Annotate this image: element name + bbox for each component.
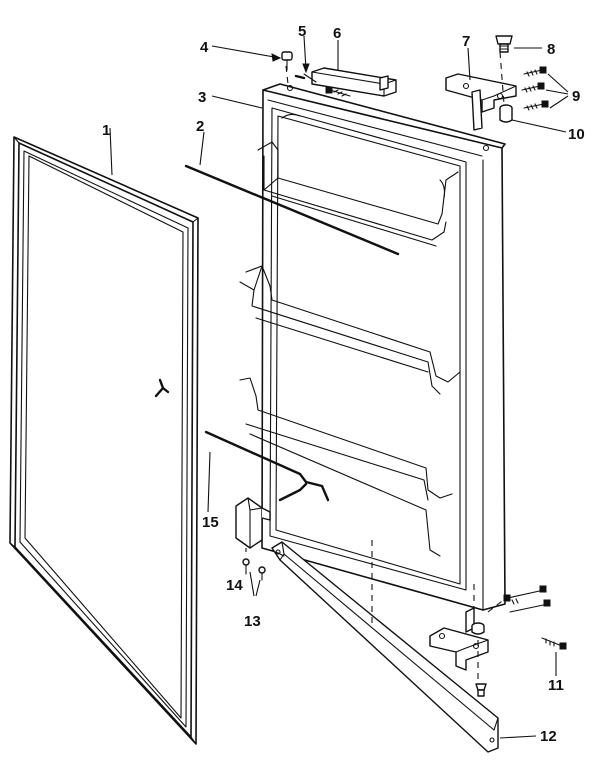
callout-13: 13 [244,613,261,630]
upper-hinge [445,73,517,131]
door-panel [239,83,506,611]
bushing-part-10 [499,104,513,123]
door-gasket [9,136,199,745]
callout-2: 2 [196,118,204,135]
callout-14: 14 [226,577,243,594]
callout-7: 7 [462,33,470,50]
bottom-hinge-screw [475,683,487,697]
alignment-lines [285,51,507,680]
leader-lines [109,35,569,739]
callout-10: 10 [568,126,585,143]
lower-hinge-screws [503,585,551,613]
screws-part-13 [242,558,266,581]
callout-5: 5 [298,23,306,40]
hinge-screws-part-9 [521,66,549,111]
shelf-rod-lower [154,378,330,502]
top-hinge-bracket [311,67,397,97]
callout-3: 3 [198,89,206,106]
callout-6: 6 [333,25,341,42]
lower-hinge [429,607,489,671]
screw-part-5 [294,73,317,83]
callout-1: 1 [102,122,110,139]
screw-part-4 [281,51,293,71]
callout-4: 4 [200,39,209,56]
callout-15: 15 [202,514,219,531]
callout-9: 9 [572,88,580,105]
hinge-pin-part-8 [495,35,513,53]
callout-12: 12 [540,728,557,745]
callout-11: 11 [548,677,564,694]
callout-labels: 1 2 3 4 5 6 7 8 9 10 11 12 13 14 15 [102,23,585,745]
screw-near-bracket [325,86,351,97]
bottom-channel [271,541,499,753]
shelf-rod-upper [184,164,400,256]
screw-part-11 [541,637,567,650]
shelf-support-block [235,497,271,549]
callout-8: 8 [547,41,555,58]
